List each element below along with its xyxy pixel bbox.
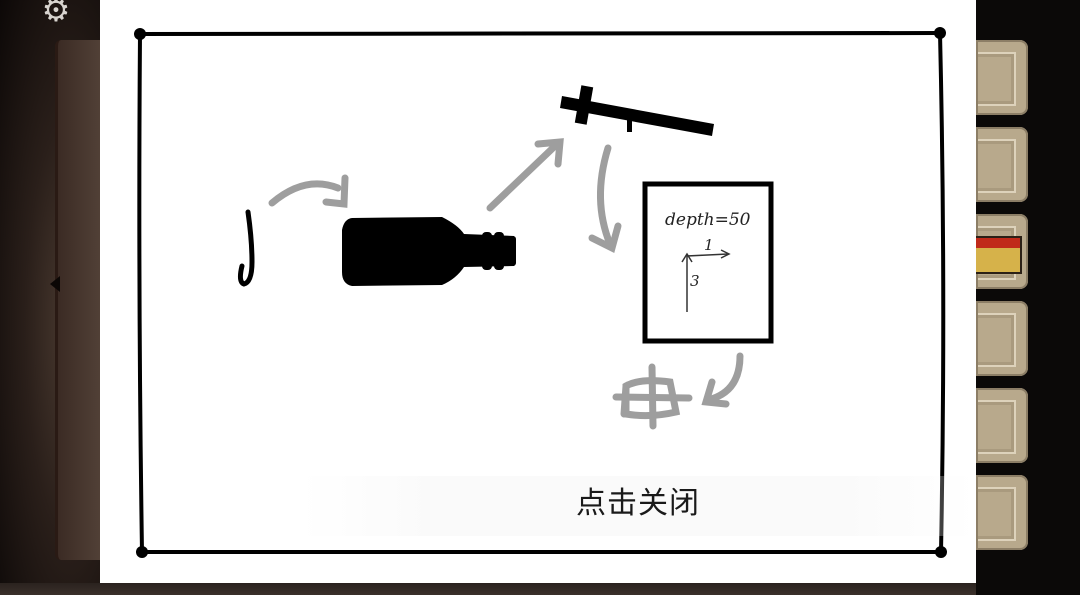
note-axes	[681, 249, 731, 312]
close-hint-label[interactable]: 点击关闭	[300, 476, 976, 536]
inventory-slot[interactable]	[976, 475, 1028, 550]
bottle-icon	[342, 217, 516, 286]
arrow-stick-to-note	[588, 144, 622, 254]
red-yellow-box-icon[interactable]	[976, 236, 1022, 274]
inventory-slot[interactable]	[976, 127, 1028, 202]
inventory-slot[interactable]	[976, 40, 1028, 115]
background-panel	[55, 40, 108, 560]
left-arrow-icon[interactable]	[50, 276, 60, 292]
note-card	[642, 181, 774, 344]
hint-overlay[interactable]: depth=50 1 3 点击关闭	[100, 0, 976, 583]
grid-icon	[612, 363, 693, 430]
inventory-slot[interactable]	[976, 388, 1028, 463]
inventory-slot[interactable]	[976, 214, 1028, 289]
arrow-note-to-grid	[701, 352, 744, 408]
background-bottom	[0, 583, 1080, 595]
inventory-slot[interactable]	[976, 301, 1028, 376]
frame	[137, 31, 946, 554]
gear-icon[interactable]: ⚙	[41, 0, 71, 29]
arrow-bottle-to-stick	[486, 138, 564, 212]
stick-icon	[560, 85, 714, 136]
note-y-step: 3	[690, 272, 700, 290]
arrow-hook-to-bottle	[268, 174, 349, 208]
note-depth-text: depth=50	[665, 210, 751, 230]
note-x-step: 1	[704, 236, 714, 254]
hook-icon	[237, 209, 255, 287]
